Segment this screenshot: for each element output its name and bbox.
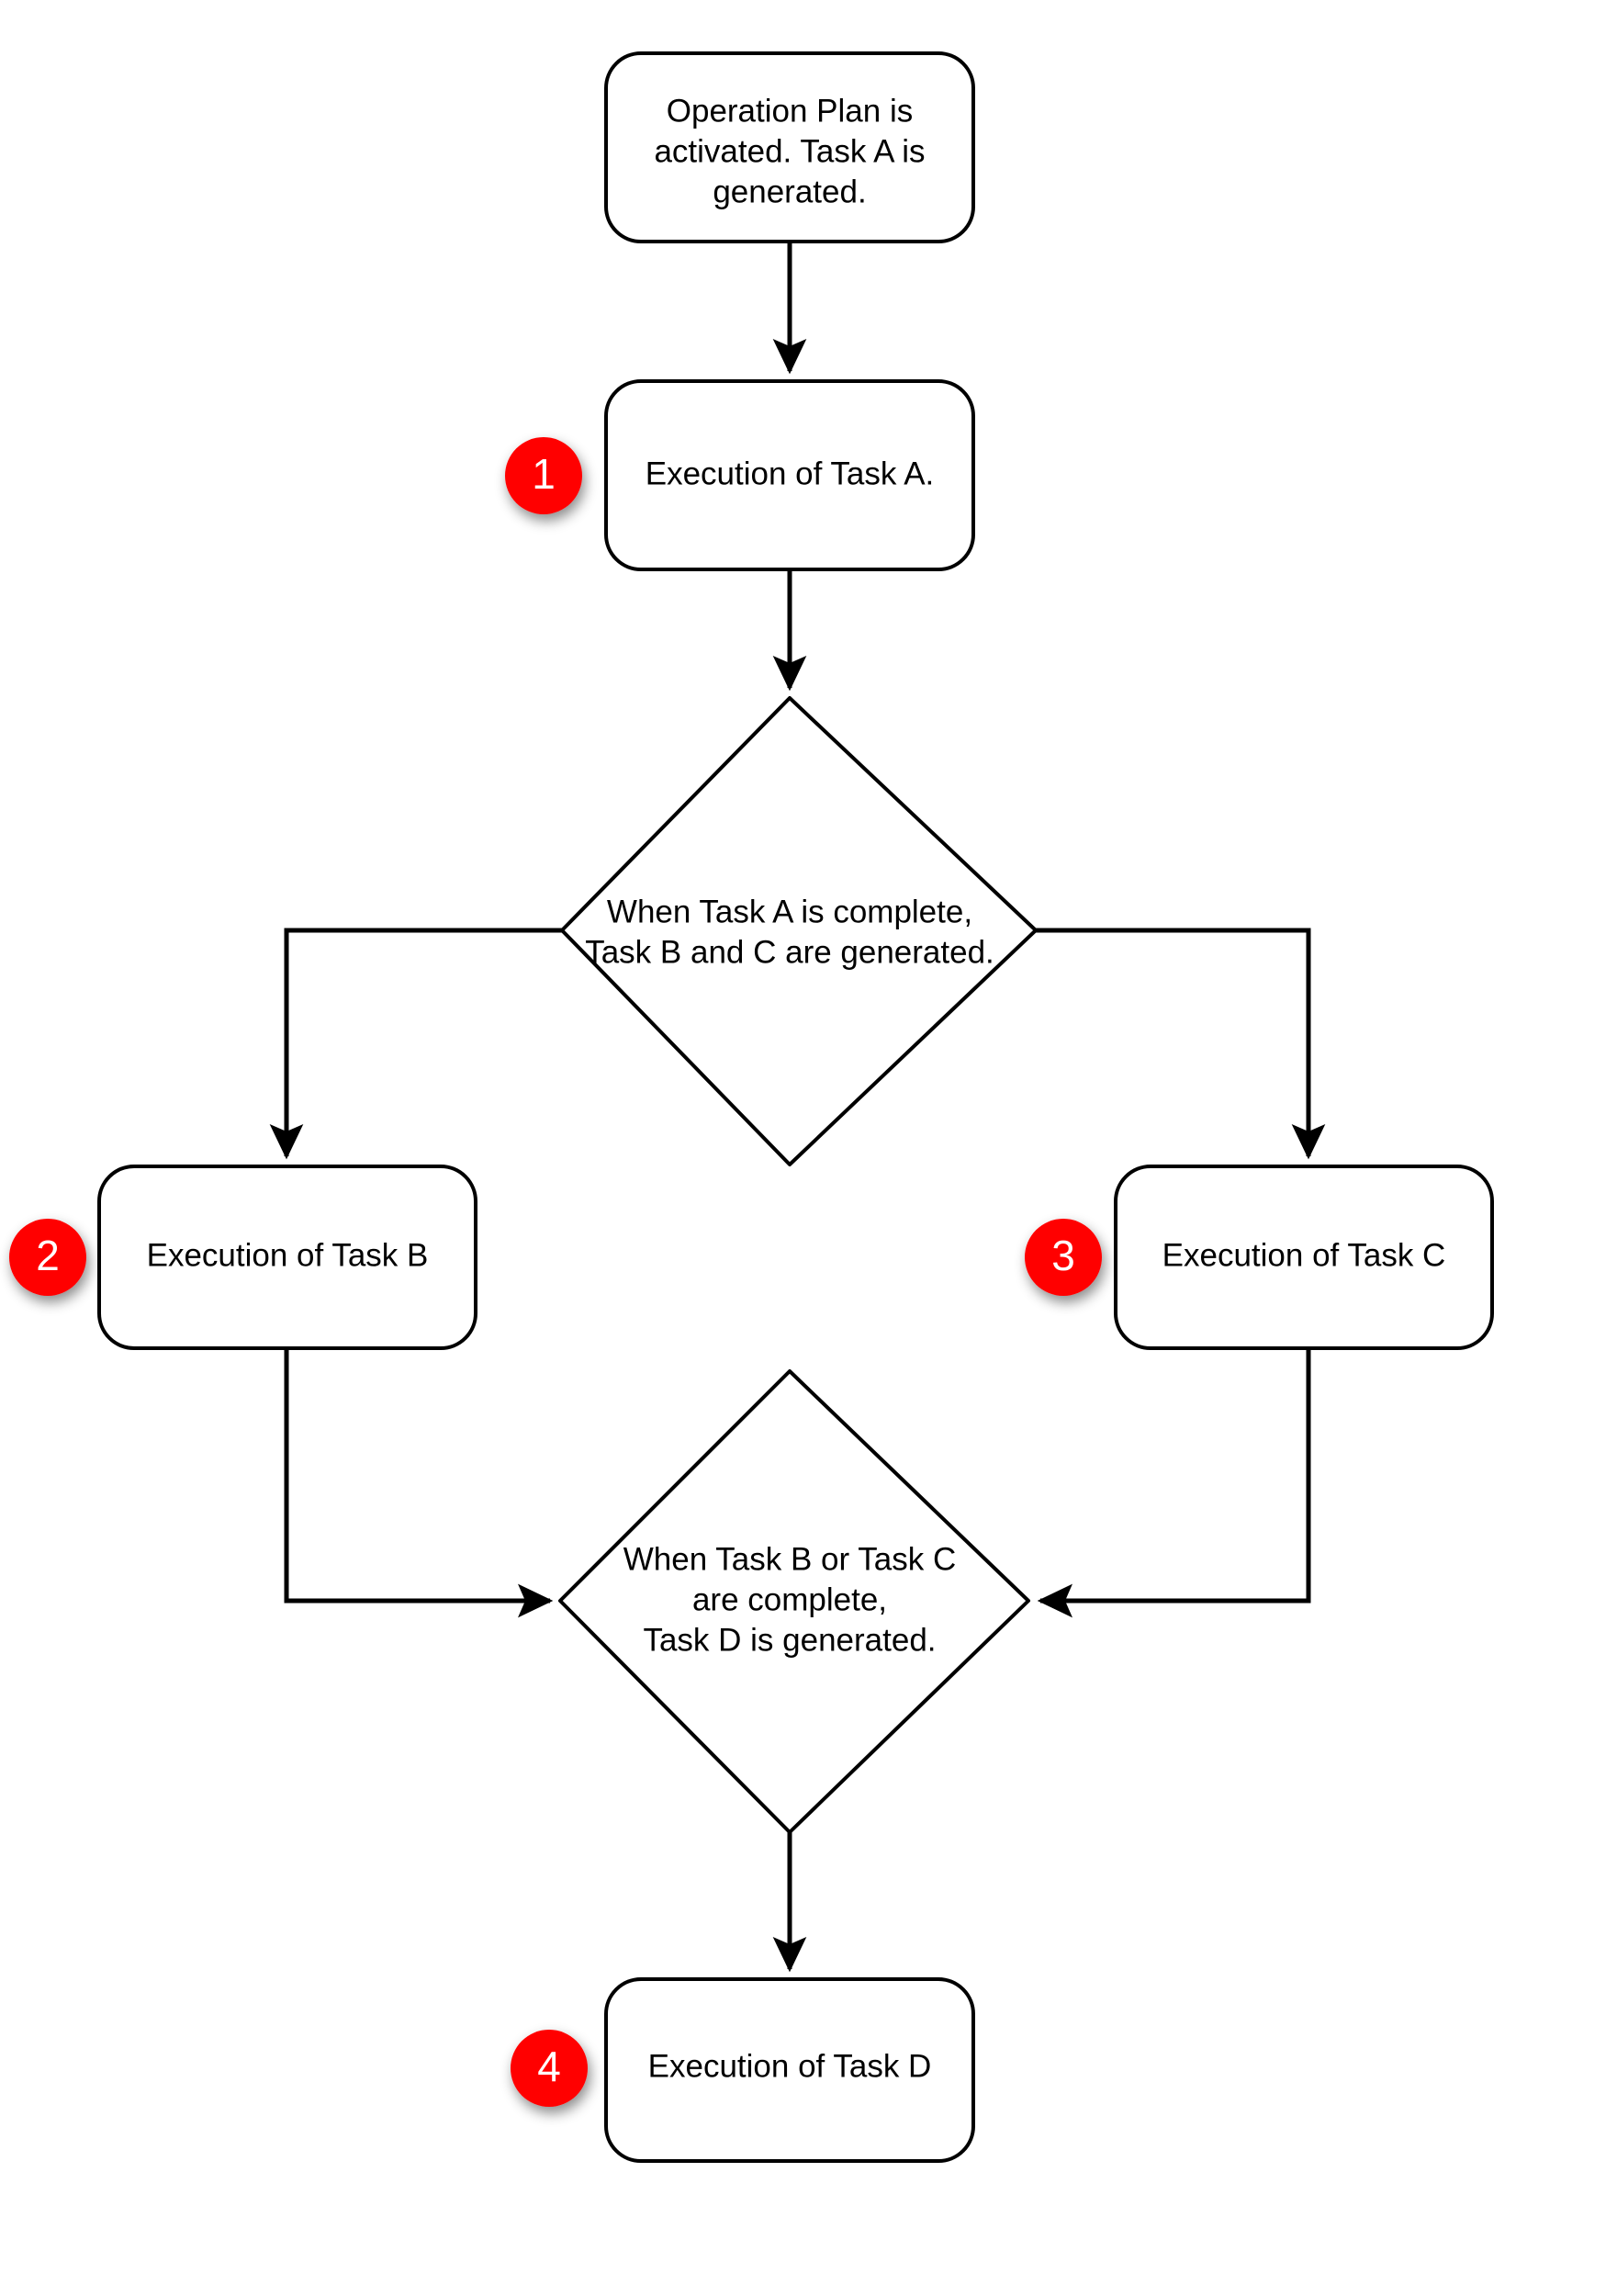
node-decision-a[interactable]: When Task A is complete, Task B and C ar… [560,696,1038,1166]
node-task-d[interactable]: Execution of Task D [604,1977,975,2163]
node-task-a[interactable]: Execution of Task A. [604,379,975,571]
badge-1-circle [505,437,582,514]
node-task-b-label: Execution of Task B [147,1237,429,1273]
node-task-b[interactable]: Execution of Task B [97,1165,477,1350]
node-task-c-label: Execution of Task C [1162,1237,1446,1273]
badge-4-circle [511,2030,588,2107]
node-decision-a-shape [560,696,1038,1166]
badge-3-circle [1025,1219,1102,1296]
node-start-shape [604,51,975,243]
node-start-label: generated. [713,174,866,209]
badge-2-circle [9,1219,86,1296]
node-decision-bc-label: Task D is generated. [643,1622,936,1658]
node-start[interactable]: Operation Plan is activated. Task A is g… [604,51,975,243]
edge-task-c-to-decision-bc [1037,1348,1311,1618]
node-task-a-label: Execution of Task A. [646,456,935,491]
node-decision-bc[interactable]: When Task B or Task C are complete, Task… [558,1369,1030,1834]
badge-2[interactable] [9,1219,86,1296]
node-task-c[interactable]: Execution of Task C [1114,1165,1494,1350]
node-task-a-shape [604,379,975,571]
node-decision-bc-label: are complete, [692,1581,887,1617]
node-start-label: activated. Task A is [654,133,925,169]
node-decision-bc-shape [558,1369,1030,1834]
badge-4-label: 4 [537,2043,561,2090]
badge-1-label: 1 [532,450,556,498]
badge-4[interactable] [511,2030,588,2107]
edge-task-b-to-decision-bc [284,1348,554,1618]
node-task-c-shape [1114,1165,1494,1350]
node-task-b-shape [97,1165,477,1350]
badge-3[interactable] [1025,1219,1102,1296]
node-start-label: Operation Plan is [667,93,913,129]
edge-decision-a-to-task-b [269,928,562,1160]
node-decision-a-label: When Task A is complete, [607,894,972,929]
node-decision-a-label: Task B and C are generated. [585,934,994,970]
badge-2-label: 2 [36,1232,60,1279]
badge-1[interactable] [505,437,582,514]
node-task-d-label: Execution of Task D [648,2048,932,2084]
node-decision-bc-label: When Task B or Task C [623,1541,956,1577]
edge-decision-a-to-task-c [1036,928,1326,1160]
node-task-d-shape [604,1977,975,2163]
badge-3-label: 3 [1051,1232,1075,1279]
